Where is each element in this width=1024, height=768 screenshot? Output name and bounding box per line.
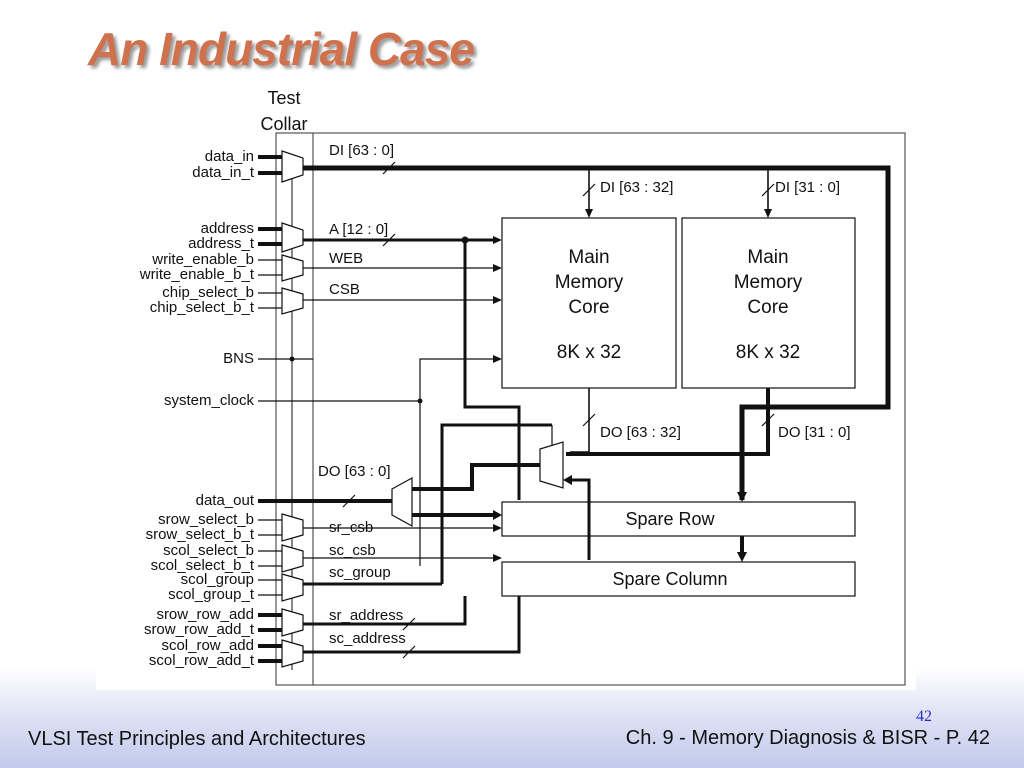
mux-srow-row-add (281, 608, 304, 637)
spare-column-block: Spare Column (501, 561, 856, 597)
bus-label-do-hi: DO [63 : 32] (600, 424, 681, 441)
arrowheads (493, 209, 772, 562)
mux-scol-select (281, 544, 304, 573)
bus-label-csb: CSB (329, 281, 360, 298)
address-junction-dot (461, 236, 469, 244)
mux-scol-group (281, 573, 304, 602)
data-out-mux (391, 476, 413, 528)
bus-label-do-all: DO [63 : 0] (318, 463, 391, 480)
pin-address: address (201, 220, 254, 237)
collar-label-line1: Test (267, 88, 300, 108)
core2-label-memory: Memory (734, 272, 803, 293)
bus-label-di-lo: DI [31 : 0] (775, 179, 840, 196)
core2-label-main: Main (747, 247, 788, 268)
mux-scol-row-add (281, 639, 304, 668)
address-to-spare (463, 240, 521, 500)
pin-scol-group: scol_group (181, 571, 254, 588)
pin-scol-group-t: scol_group_t (168, 586, 255, 603)
bus-labels: DI [63 : 0] DI [63 : 32] DI [31 : 0] A [… (318, 142, 851, 647)
footer-course-title: VLSI Test Principles and Architectures (28, 728, 366, 750)
pin-bns: BNS (223, 350, 254, 367)
mux-srow-select (281, 513, 304, 542)
bus-label-sc-address: sc_address (329, 630, 406, 647)
bus-label-sr-csb: sr_csb (329, 519, 373, 536)
slide-number: 42 (916, 708, 932, 725)
mux-data-in (281, 150, 304, 183)
main-memory-core-1: Main Memory Core 8K x 32 (501, 217, 677, 389)
slide-title: An Industrial Case (88, 23, 475, 75)
core1-label-main: Main (568, 247, 609, 268)
do-lo-wire (566, 388, 770, 456)
mux-chip-select (281, 287, 304, 315)
pin-data-in-t: data_in_t (192, 164, 255, 181)
di-bus-wire (303, 165, 891, 500)
sc-group-return (440, 423, 552, 584)
bus-label-di-hi: DI [63 : 32] (600, 179, 673, 196)
spare-row-block: Spare Row (501, 501, 856, 537)
pin-srow-select-b-t: srow_select_b_t (146, 526, 255, 543)
core2-size: 8K x 32 (736, 342, 800, 363)
pin-data-in: data_in (205, 148, 254, 165)
sc-address-wire (303, 596, 521, 654)
pin-chip-select-b: chip_select_b (162, 284, 254, 301)
pin-srow-row-add-t: srow_row_add_t (144, 621, 255, 638)
core1-label-core: Core (568, 297, 609, 318)
bus-label-sr-address: sr_address (329, 607, 403, 624)
footer-chapter-page: Ch. 9 - Memory Diagnosis & BISR - P. 42 (625, 727, 990, 749)
pin-address-t: address_t (188, 235, 255, 252)
pin-scol-row-add-t: scol_row_add_t (149, 652, 255, 669)
memory-boundary (275, 132, 906, 686)
pin-scol-select-b: scol_select_b (163, 542, 254, 559)
pin-srow-select-b: srow_select_b (158, 511, 254, 528)
bns-junction-dot (289, 356, 295, 362)
bus-label-di-all: DI [63 : 0] (329, 142, 394, 159)
core1-size: 8K x 32 (557, 342, 621, 363)
bus-label-address: A [12 : 0] (329, 221, 388, 238)
pin-labels: data_in data_in_t address address_t writ… (139, 148, 255, 669)
pin-write-enable-b: write_enable_b (151, 251, 254, 268)
mux-write-enable (281, 254, 304, 282)
pin-srow-row-add: srow_row_add (156, 606, 254, 623)
pin-chip-select-b-t: chip_select_b_t (150, 299, 255, 316)
pin-scol-select-b-t: scol_select_b_t (151, 557, 255, 574)
spare-row-label: Spare Row (625, 509, 715, 529)
bus-wires (303, 161, 891, 659)
test-collar-label: Test Collar (260, 88, 307, 134)
bus-label-sc-group: sc_group (329, 564, 391, 581)
pin-system-clock: system_clock (164, 392, 255, 409)
bus-label-sc-csb: sc_csb (329, 542, 376, 559)
sr-address-wire (303, 596, 467, 626)
spare-select-wire (566, 478, 591, 560)
bus-label-do-lo: DO [31 : 0] (778, 424, 851, 441)
collar-label-line2: Collar (260, 114, 307, 134)
spare-output-mux (539, 441, 564, 489)
bus-label-web: WEB (329, 250, 363, 267)
mux-address (281, 222, 304, 253)
spare-column-label: Spare Column (612, 569, 727, 589)
pin-data-out: data_out (196, 492, 255, 509)
clock-wire (419, 358, 497, 566)
pin-stubs (258, 155, 420, 663)
pin-write-enable-b-t: write_enable_b_t (139, 266, 255, 283)
core1-label-memory: Memory (555, 272, 624, 293)
collar-muxes (281, 150, 304, 668)
core2-label-core: Core (747, 297, 788, 318)
pin-scol-row-add: scol_row_add (161, 637, 254, 654)
main-memory-core-2: Main Memory Core 8K x 32 (681, 217, 856, 389)
